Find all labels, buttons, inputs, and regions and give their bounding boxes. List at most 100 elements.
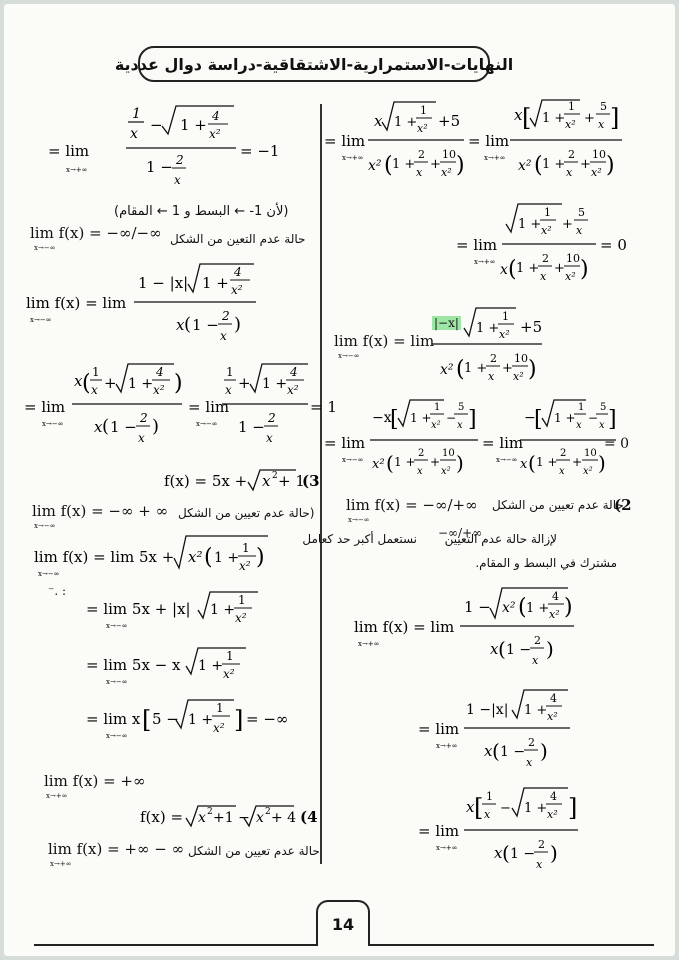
svg-text:4: 4 <box>552 590 559 603</box>
svg-text:+: + <box>554 261 565 276</box>
svg-text:x²: x² <box>188 548 202 566</box>
math-l6: f(x) = 5x + x 2 + 1 (3 <box>164 469 320 492</box>
limit-subscript: x→+∞ <box>66 166 88 174</box>
svg-text:2: 2 <box>265 807 271 817</box>
svg-text:x→+∞: x→+∞ <box>436 742 458 750</box>
svg-text:2: 2 <box>418 448 424 459</box>
svg-text:(: ( <box>102 416 109 437</box>
page-number: 14 <box>316 900 370 946</box>
svg-text:x: x <box>598 118 605 131</box>
svg-text:[: [ <box>142 706 151 734</box>
svg-text:x→+∞: x→+∞ <box>358 640 380 648</box>
svg-text:1 +: 1 + <box>198 658 223 674</box>
math-r3-frac: 1 + 1 x² +5 <box>432 307 542 345</box>
svg-text:1 +: 1 + <box>262 376 287 392</box>
svg-text:+: + <box>104 374 117 392</box>
svg-text:x²: x² <box>441 166 452 179</box>
svg-text:x→−∞: x→−∞ <box>106 622 128 630</box>
svg-text:= 0: = 0 <box>600 236 627 254</box>
svg-text:1 −: 1 − <box>238 418 265 436</box>
svg-text:10: 10 <box>592 148 606 161</box>
svg-text:1 +: 1 + <box>536 455 558 469</box>
svg-text:4: 4 <box>289 365 298 379</box>
svg-text:(: ( <box>518 595 527 620</box>
svg-text:5 −: 5 − <box>152 710 179 728</box>
svg-text:x²: x² <box>231 283 243 297</box>
svg-text:4: 4 <box>233 265 242 279</box>
svg-text:1 +: 1 + <box>394 455 416 469</box>
limit-subscript: x→+∞ <box>46 792 68 800</box>
svg-text:10: 10 <box>442 448 455 459</box>
exercise-number: (4 <box>300 808 318 826</box>
svg-text:): ) <box>540 739 548 763</box>
svg-text:2: 2 <box>272 471 278 481</box>
svg-text:= lim: = lim <box>324 132 365 150</box>
svg-text:x: x <box>532 654 539 667</box>
method-note-line2: مشترك في البسط و المقام. <box>475 556 617 570</box>
svg-text:x²: x² <box>287 383 299 397</box>
svg-text:= lim: = lim <box>456 236 497 254</box>
svg-text:x→−∞: x→−∞ <box>30 316 52 324</box>
svg-text:x²: x² <box>431 420 441 431</box>
svg-text:−: − <box>150 116 163 134</box>
svg-text:x: x <box>500 262 508 278</box>
page: النهايات-الاستمرارية-الاشتقاقية-دراسة دو… <box>4 4 675 956</box>
svg-text:1: 1 <box>242 541 250 555</box>
svg-text:+: + <box>580 157 591 172</box>
math-r5: lim f(x) = −∞/+∞ <box>346 496 478 514</box>
method-note-part1: لإزالة حالة عدم التعيين <box>444 532 557 546</box>
svg-text:[: [ <box>474 794 483 822</box>
svg-text:1 −: 1 − <box>500 744 525 760</box>
math-l3: lim f(x) = −∞/−∞ <box>30 224 162 242</box>
svg-text:[: [ <box>390 407 399 432</box>
stray-mark: ⁻. : <box>48 584 67 598</box>
svg-text:2: 2 <box>560 448 566 459</box>
svg-text:5: 5 <box>600 100 607 113</box>
svg-text:+: + <box>238 374 251 392</box>
svg-text:x→−∞: x→−∞ <box>342 456 364 464</box>
svg-text:]: ] <box>610 104 619 132</box>
svg-text:): ) <box>598 451 606 475</box>
svg-text:]: ] <box>468 407 477 432</box>
svg-text:1 −: 1 − <box>464 598 491 616</box>
svg-text:1: 1 <box>132 106 141 122</box>
math-l4: lim f(x) = lim x→−∞ 1 − |x| 1 + 4 x² x (… <box>26 263 256 343</box>
svg-text:x→−∞: x→−∞ <box>106 678 128 686</box>
svg-text:2: 2 <box>490 352 497 365</box>
svg-text:2: 2 <box>139 411 148 425</box>
svg-text:x²: x² <box>209 127 221 141</box>
svg-text:1 +: 1 + <box>410 411 432 425</box>
svg-text:4: 4 <box>211 109 220 123</box>
svg-text:(: ( <box>184 314 191 335</box>
svg-text:+: + <box>572 455 582 469</box>
svg-text:2: 2 <box>538 838 545 851</box>
svg-text:): ) <box>528 357 537 382</box>
svg-text:]: ] <box>234 706 243 734</box>
svg-text:2: 2 <box>267 411 276 425</box>
limit-subscript: x→−∞ <box>34 522 56 530</box>
svg-text:+ 4: + 4 <box>271 810 296 826</box>
exercise-number: (2 <box>614 496 632 514</box>
svg-text:(: ( <box>502 841 510 865</box>
svg-text:1: 1 <box>486 790 493 803</box>
svg-text:(: ( <box>456 357 465 382</box>
chapter-title-banner: النهايات-الاستمرارية-الاشتقاقية-دراسة دو… <box>115 46 513 82</box>
svg-text:2: 2 <box>542 252 549 265</box>
svg-text:x: x <box>374 112 383 130</box>
svg-text:x²: x² <box>565 270 576 283</box>
svg-text:x²: x² <box>499 328 510 341</box>
svg-text:x: x <box>198 810 206 826</box>
svg-text:): ) <box>152 416 159 437</box>
svg-text:x: x <box>566 166 573 179</box>
svg-text:10: 10 <box>566 252 580 265</box>
math-l9: = lim 5x + |x| x→−∞ 1 + 1 x² <box>86 591 258 630</box>
svg-text:1 +: 1 + <box>128 376 153 392</box>
svg-text:1 +: 1 + <box>542 111 565 126</box>
highlighted-term: |−x| <box>432 316 461 330</box>
svg-text:x²: x² <box>372 457 385 472</box>
svg-text:1 +: 1 + <box>476 321 499 336</box>
svg-text:2: 2 <box>534 634 541 647</box>
svg-text:x→+∞: x→+∞ <box>342 154 364 162</box>
svg-text:1 −: 1 − <box>510 846 535 862</box>
svg-text:1 −: 1 − <box>506 642 531 658</box>
